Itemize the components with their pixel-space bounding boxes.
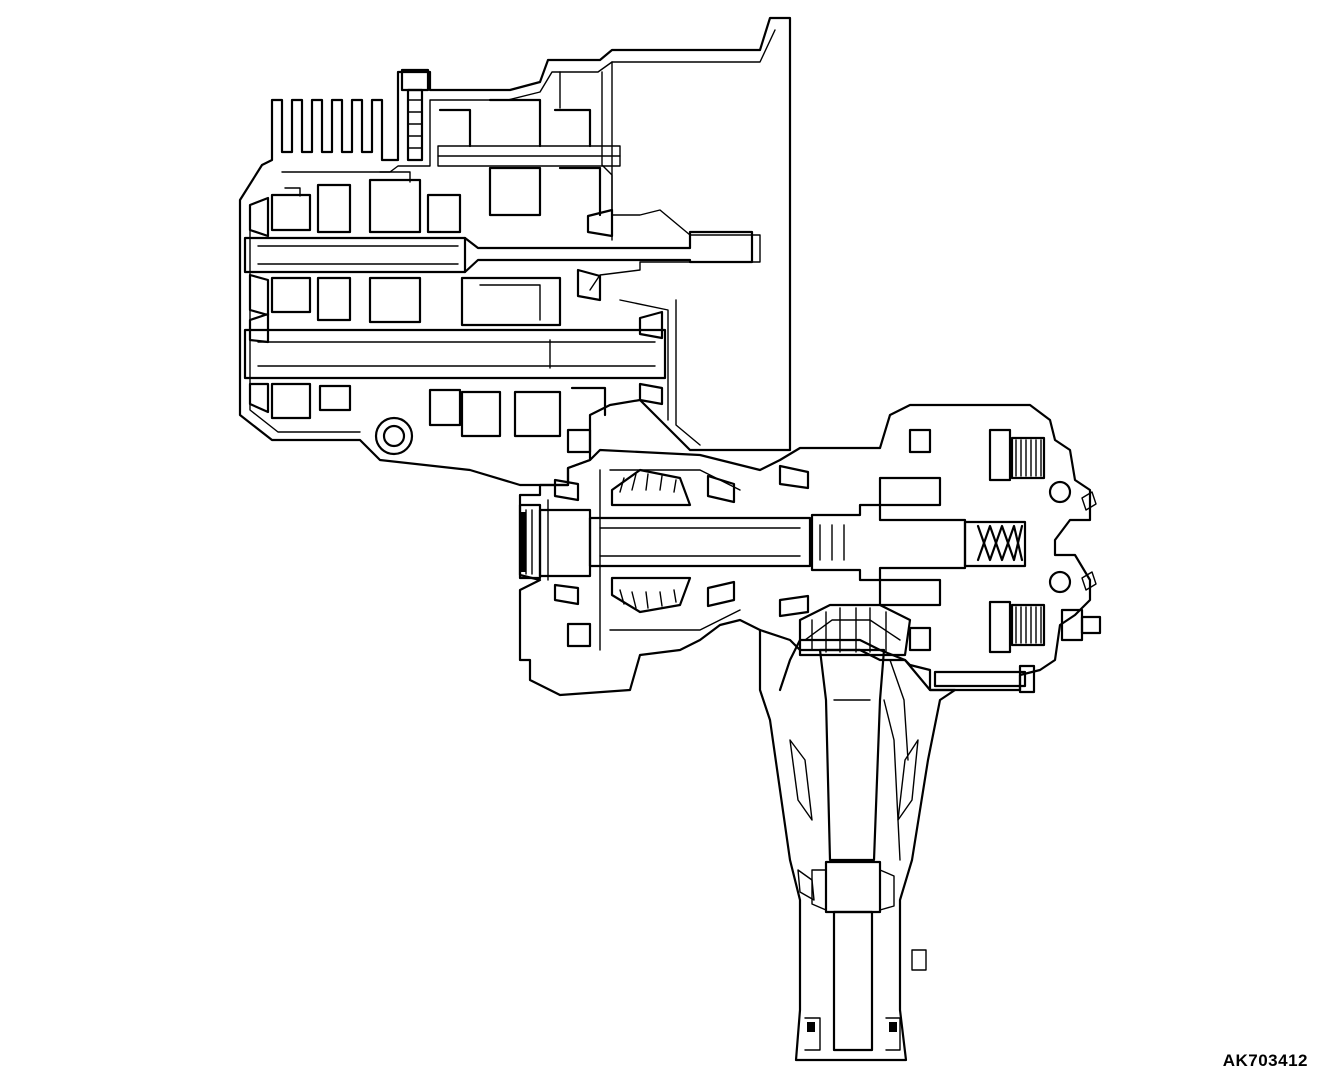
seal-marks [520, 512, 897, 1032]
bell-housing-lines [589, 61, 761, 446]
clutch-packs [988, 428, 1046, 654]
pinion-gear [798, 603, 912, 657]
top-bolt [400, 68, 430, 162]
lower-counter-shaft [243, 328, 667, 438]
transfer-coupling [810, 476, 1027, 607]
differential-gears [610, 468, 692, 614]
upper-gears [270, 98, 602, 327]
drain-plug [374, 416, 414, 456]
right-output-bearings [1048, 480, 1102, 642]
bearings [248, 196, 664, 414]
axle-output-shaft [518, 503, 812, 580]
rear-output-extension-housing [758, 619, 957, 1062]
figure-id-label: AK703412 [1222, 1051, 1308, 1070]
long-bolt [933, 664, 1036, 694]
differential-bearings [553, 428, 932, 652]
upper-gear-shaft [243, 145, 754, 274]
